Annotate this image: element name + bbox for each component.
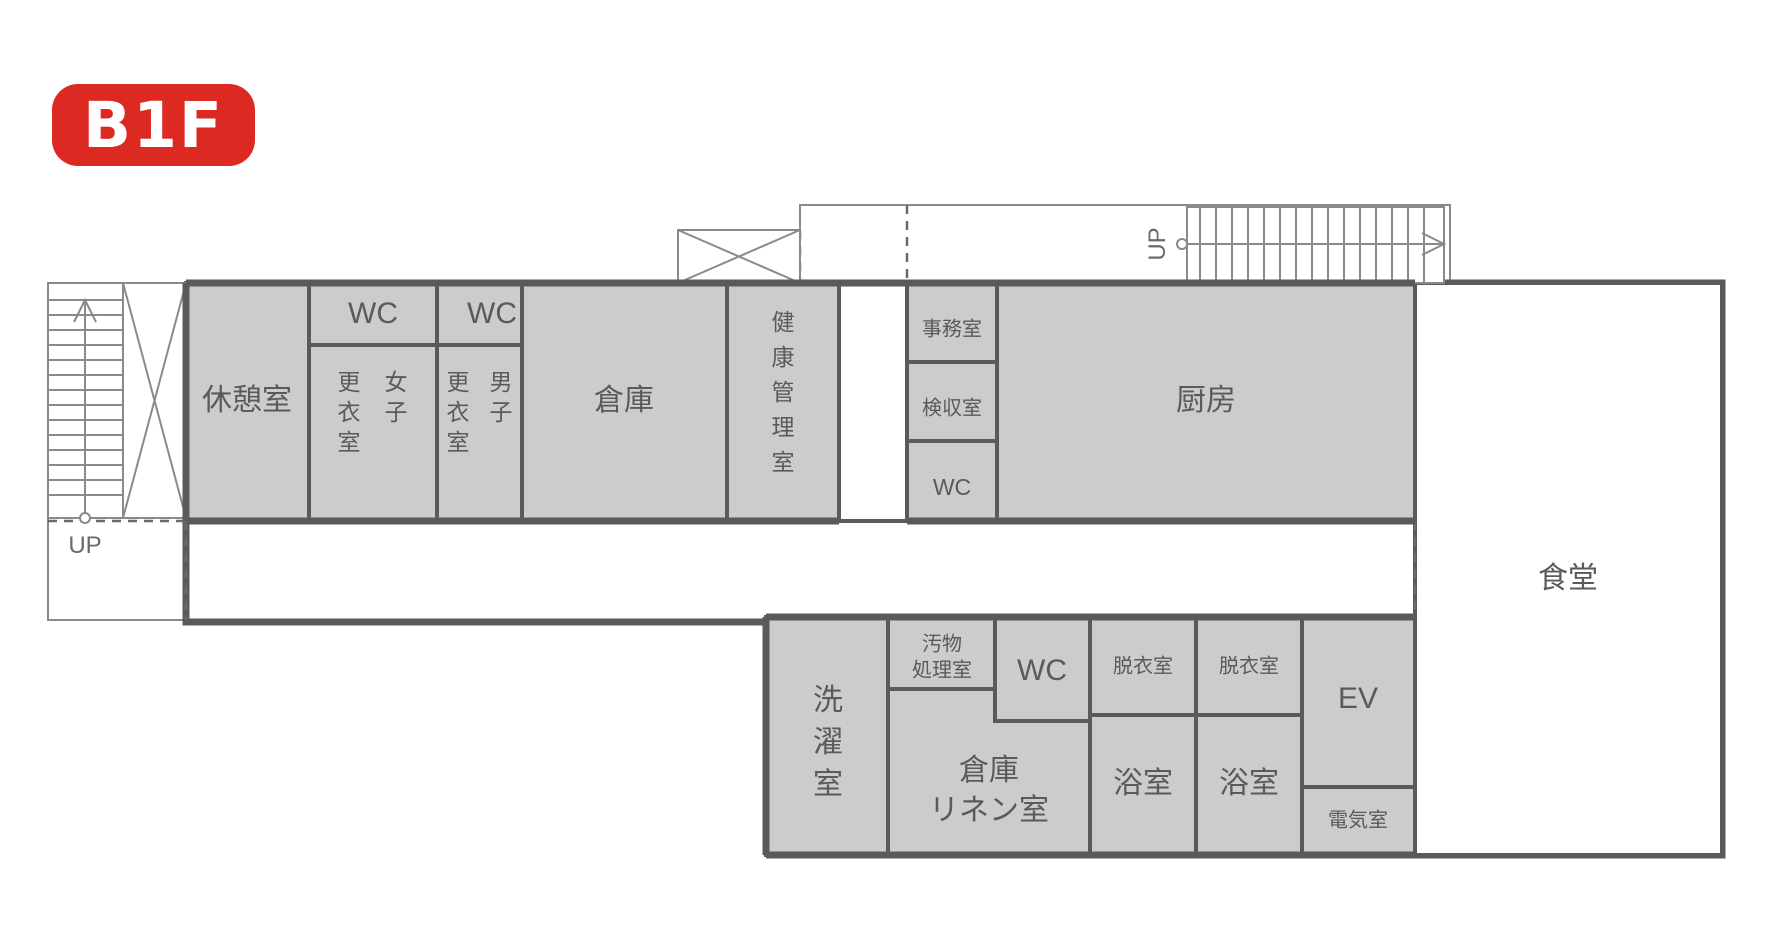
room-label-wc-women: WC xyxy=(348,297,398,330)
shaft-left-xbox xyxy=(122,282,187,519)
room-label-ev: EV xyxy=(1338,682,1378,715)
room-label-wc-men: WC xyxy=(467,297,517,330)
room-label-denkishitsu: 電気室 xyxy=(1328,808,1388,831)
room-label-obutsu-shori-line2: 処理室 xyxy=(912,658,972,681)
room-label-joshi-koishitsu-d: 女 xyxy=(385,369,408,395)
room-danshi-koishitsu[interactable] xyxy=(435,343,524,523)
room-kenshushitsu[interactable] xyxy=(905,360,999,443)
room-label-sentakushitsu-b: 濯 xyxy=(813,726,843,759)
room-label-danshi-koishitsu-c: 室 xyxy=(447,429,470,455)
room-label-shokudo: 食堂 xyxy=(1538,562,1598,595)
room-label-kenko-kanri-c: 管 xyxy=(772,379,795,405)
stairs-top-right-origin-dot xyxy=(1176,238,1188,250)
room-label-yokushitsu-1: 浴室 xyxy=(1113,767,1173,800)
floor-badge-label: B1F xyxy=(83,88,224,162)
room-label-joshi-koishitsu-b: 衣 xyxy=(338,399,361,425)
corridor-gap-upper xyxy=(837,281,909,523)
stairs-left: UP xyxy=(47,282,124,559)
room-label-danshi-koishitsu-d: 男 xyxy=(490,369,513,395)
stairs-left-label: UP xyxy=(68,532,101,559)
room-chubo[interactable] xyxy=(995,281,1417,523)
room-label-kenko-kanri-a: 健 xyxy=(772,309,795,335)
room-label-danshi-koishitsu-e: 子 xyxy=(490,399,513,425)
room-label-joshi-koishitsu-a: 更 xyxy=(338,369,361,395)
room-label-kyukeishitsu: 休憩室 xyxy=(202,384,292,417)
room-label-kenko-kanri-e: 室 xyxy=(772,449,795,475)
room-label-joshi-koishitsu-e: 子 xyxy=(385,399,408,425)
stairs-top-right-label: UP xyxy=(1144,227,1171,260)
room-label-yokushitsu-2: 浴室 xyxy=(1219,767,1279,800)
stairs-left-origin-dot xyxy=(79,512,91,524)
room-label-datsuishitsu-1: 脱衣室 xyxy=(1113,654,1173,677)
room-label-jimushitsu: 事務室 xyxy=(922,317,982,340)
room-label-danshi-koishitsu-b: 衣 xyxy=(447,399,470,425)
room-label-chubo: 厨房 xyxy=(1176,384,1236,417)
room-label-souko-linen-line1: 倉庫 xyxy=(959,754,1019,787)
room-denkishitsu[interactable] xyxy=(1300,785,1417,857)
room-label-danshi-koishitsu-a: 更 xyxy=(447,369,470,395)
room-label-wc-bath: WC xyxy=(1017,654,1067,687)
room-wc-office[interactable] xyxy=(905,439,999,523)
room-label-kenko-kanri-d: 理 xyxy=(772,414,795,440)
room-kenko-kanri[interactable] xyxy=(725,281,841,523)
room-joshi-koishitsu[interactable] xyxy=(307,343,439,523)
room-label-sentakushitsu-c: 室 xyxy=(813,768,843,801)
room-label-souko-1: 倉庫 xyxy=(594,384,654,417)
room-label-obutsu-shori-line1: 汚物 xyxy=(922,632,962,655)
room-label-souko-linen-line2: リネン室 xyxy=(929,794,1049,827)
room-shokudo[interactable] xyxy=(1413,281,1724,857)
room-label-sentakushitsu-a: 洗 xyxy=(813,684,843,717)
shaft-top-middle-xbox xyxy=(677,229,801,284)
stairs-top-right: UP xyxy=(1144,206,1447,284)
room-label-joshi-koishitsu-c: 室 xyxy=(338,429,361,455)
room-wc-bath[interactable] xyxy=(993,615,1092,723)
room-souko-1[interactable] xyxy=(520,281,729,523)
corridor-lower-wall xyxy=(182,521,766,626)
room-label-kenshushitsu: 検収室 xyxy=(922,396,982,419)
room-label-datsuishitsu-2: 脱衣室 xyxy=(1219,654,1279,677)
room-label-kenko-kanri-b: 康 xyxy=(772,344,795,370)
room-label-wc-office: WC xyxy=(933,474,971,500)
floor-badge: B1F xyxy=(52,84,255,166)
